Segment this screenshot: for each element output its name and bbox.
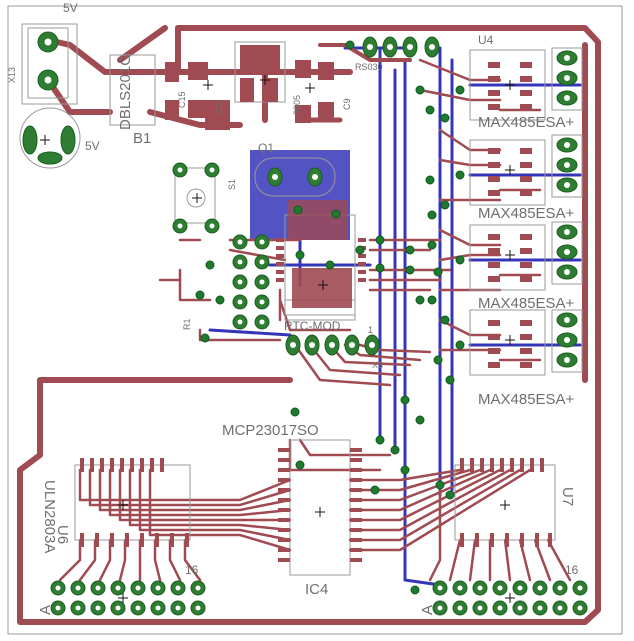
bottom-trace (208, 328, 292, 337)
max485-3-outline (469, 224, 546, 291)
label-ic3: IC3 (214, 101, 224, 115)
silkscreen-labels: 5V X13 5V DBLS201G B1 IC3 0805 C9 C15 RS… (7, 1, 579, 615)
label-rtc-mod: RTC-MOD (284, 319, 341, 333)
mcp23017-outline (289, 439, 351, 576)
board-outline (7, 5, 623, 635)
power-trace (45, 77, 113, 115)
label-mcp23017so: MCP23017SO (222, 422, 319, 439)
max485-2-outline (469, 139, 546, 206)
label-u7: U7 (559, 487, 576, 506)
label-b1: B1 (133, 130, 151, 147)
rs485-terminal-1 (551, 47, 583, 111)
label-pin16-left: 16 (185, 563, 199, 577)
label-ic4: IC4 (305, 581, 328, 598)
label-pin1: 1 (368, 325, 373, 335)
rs485-terminal-3 (551, 221, 583, 285)
vias (195, 40, 465, 595)
label-pin16-right: 16 (565, 563, 579, 577)
smd-pads (80, 45, 552, 562)
x13-terminal-outline (21, 23, 78, 105)
label-max485-2: MAX485ESA+ (478, 205, 575, 222)
label-q1: Q1 (258, 141, 274, 155)
through-hole-pads (22, 31, 588, 616)
origin-markers (40, 75, 515, 603)
barrel-jack-outline (19, 107, 81, 169)
label-0805: 0805 (292, 95, 302, 115)
label-a-left: A (37, 605, 54, 615)
label-max485-1: MAX485ESA+ (478, 114, 575, 131)
x13-terminal-inner (27, 27, 69, 99)
label-5v-top: 5V (63, 1, 78, 15)
label-u4: U4 (478, 33, 494, 47)
ic3-regulator-outline (234, 41, 286, 103)
label-c9: C9 (342, 98, 352, 110)
label-c15: C15 (177, 91, 187, 108)
label-r1: R1 (182, 318, 192, 330)
label-x3: X3 (372, 360, 383, 370)
label-dbls201g: DBLS201G (117, 54, 134, 130)
b1-rectifier-outline (109, 54, 156, 126)
max485-1-outline (469, 49, 546, 121)
rs485-terminal-4 (551, 309, 583, 373)
label-rs030: RS030 (355, 62, 383, 72)
s1-switch-button (186, 188, 206, 208)
label-s1: S1 (227, 179, 237, 190)
power-ring-trace (17, 25, 601, 625)
signal-trace (318, 43, 412, 62)
label-5v-jack: 5V (85, 139, 100, 153)
label-max485-4: MAX485ESA+ (478, 391, 575, 408)
rs485-terminal-2 (551, 134, 583, 198)
s1-switch-outline (174, 167, 216, 224)
label-u6: U6 (54, 525, 71, 544)
max485-4-outline (469, 309, 546, 376)
label-a-right: A (419, 605, 436, 615)
q1-crystal-outline (254, 157, 336, 197)
label-max485-3: MAX485ESA+ (478, 295, 575, 312)
power-trace (45, 37, 153, 75)
label-x13: X13 (7, 67, 17, 83)
label-uln2803a: ULN2803A (41, 480, 58, 553)
